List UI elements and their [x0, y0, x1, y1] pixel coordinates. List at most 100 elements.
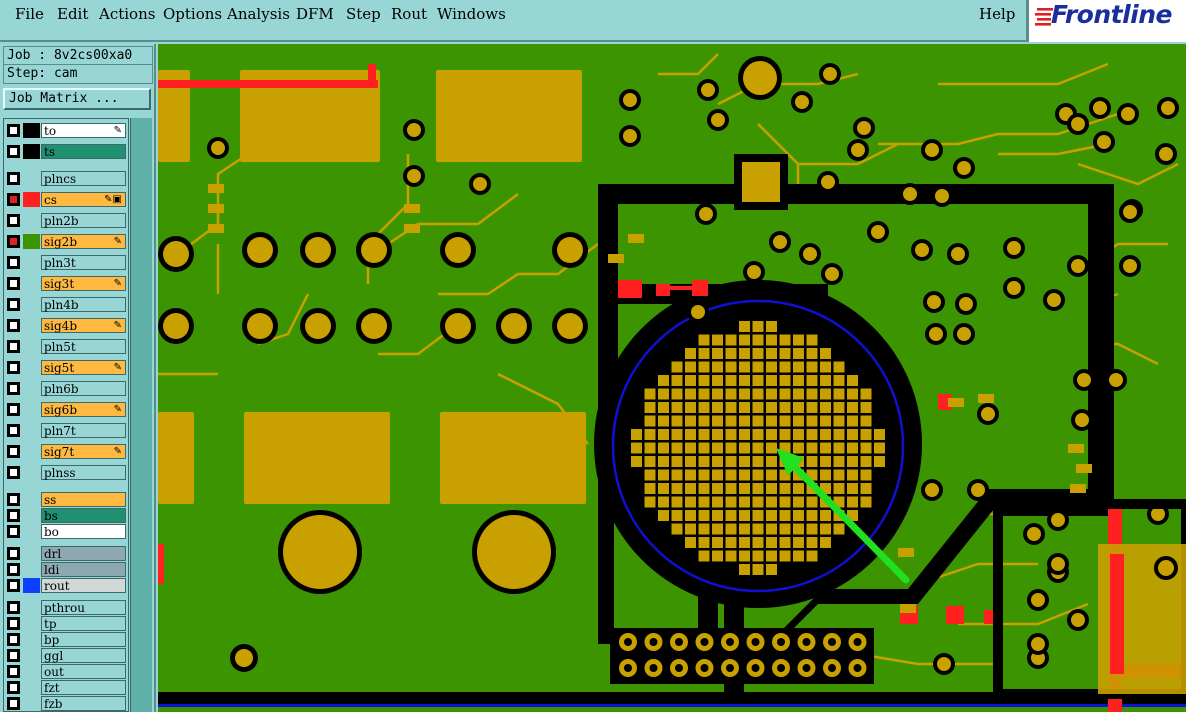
layer-color-swatch[interactable] — [23, 524, 40, 539]
layer-name[interactable]: pln4b — [41, 297, 126, 312]
layer-row-drl[interactable]: drl — [6, 546, 126, 561]
layer-name[interactable]: bp — [41, 632, 126, 647]
layer-row-pln4b[interactable]: pln4b — [6, 297, 126, 312]
layer-color-swatch[interactable] — [23, 255, 40, 270]
layer-checkbox[interactable] — [7, 563, 20, 576]
layer-color-swatch[interactable] — [23, 492, 40, 507]
layer-row-bs[interactable]: bs — [6, 508, 126, 523]
layer-checkbox[interactable] — [7, 547, 20, 560]
pcb-canvas[interactable] — [158, 44, 1186, 712]
layer-color-swatch[interactable] — [23, 234, 40, 249]
menu-options[interactable]: Options — [163, 5, 223, 23]
layer-name[interactable]: plnss — [41, 465, 126, 480]
layer-name[interactable]: pln7t — [41, 423, 126, 438]
layer-checkbox[interactable] — [7, 445, 20, 458]
layer-color-swatch[interactable] — [23, 632, 40, 647]
layer-name[interactable]: out — [41, 664, 126, 679]
layer-checkbox[interactable] — [7, 214, 20, 227]
layer-row-pln3t[interactable]: pln3t — [6, 255, 126, 270]
layer-color-swatch[interactable] — [23, 402, 40, 417]
menu-rout[interactable]: Rout — [391, 5, 428, 23]
layer-color-swatch[interactable] — [23, 465, 40, 480]
layer-row-ldi[interactable]: ldi — [6, 562, 126, 577]
layer-color-swatch[interactable] — [23, 192, 40, 207]
layer-checkbox[interactable] — [7, 361, 20, 374]
layer-color-swatch[interactable] — [23, 664, 40, 679]
layer-color-swatch[interactable] — [23, 360, 40, 375]
layer-row-sig6b[interactable]: sig6b✎ — [6, 402, 126, 417]
layer-checkbox[interactable] — [7, 601, 20, 614]
layer-checkbox[interactable] — [7, 466, 20, 479]
layer-checkbox[interactable] — [7, 319, 20, 332]
layer-name[interactable]: sig4b✎ — [41, 318, 126, 333]
layer-row-bo[interactable]: bo — [6, 524, 126, 539]
layer-row-fzb[interactable]: fzb — [6, 696, 126, 711]
menu-step[interactable]: Step — [346, 5, 381, 23]
layer-checkbox[interactable] — [7, 340, 20, 353]
layer-name[interactable]: ts — [41, 144, 126, 159]
layer-name[interactable]: sig3t✎ — [41, 276, 126, 291]
layer-name[interactable]: ss — [41, 492, 126, 507]
layer-name[interactable]: pln6b — [41, 381, 126, 396]
layer-row-plncs[interactable]: plncs — [6, 171, 126, 186]
layer-name[interactable]: fzt — [41, 680, 126, 695]
layer-color-swatch[interactable] — [23, 648, 40, 663]
layer-color-swatch[interactable] — [23, 600, 40, 615]
menu-file[interactable]: File — [15, 5, 44, 23]
layer-name[interactable]: sig6b✎ — [41, 402, 126, 417]
layer-row-out[interactable]: out — [6, 664, 126, 679]
layer-row-pln5t[interactable]: pln5t — [6, 339, 126, 354]
layer-name[interactable]: drl — [41, 546, 126, 561]
layer-row-plnss[interactable]: plnss — [6, 465, 126, 480]
layer-color-swatch[interactable] — [23, 171, 40, 186]
layer-checkbox[interactable] — [7, 633, 20, 646]
layer-row-sig2b[interactable]: sig2b✎ — [6, 234, 126, 249]
layer-color-swatch[interactable] — [23, 276, 40, 291]
layer-row-sig7t[interactable]: sig7t✎ — [6, 444, 126, 459]
layer-name[interactable]: ggl — [41, 648, 126, 663]
layer-name[interactable]: to✎ — [41, 123, 126, 138]
job-matrix-button[interactable]: Job Matrix ... — [3, 88, 151, 110]
layer-checkbox[interactable] — [7, 193, 20, 206]
layer-checkbox[interactable] — [7, 298, 20, 311]
layer-name[interactable]: tp — [41, 616, 126, 631]
layer-row-pln2b[interactable]: pln2b — [6, 213, 126, 228]
layer-color-swatch[interactable] — [23, 423, 40, 438]
layer-checkbox[interactable] — [7, 681, 20, 694]
layer-name[interactable]: plncs — [41, 171, 126, 186]
layer-color-swatch[interactable] — [23, 680, 40, 695]
layer-name[interactable]: bo — [41, 524, 126, 539]
layer-name[interactable]: sig7t✎ — [41, 444, 126, 459]
layer-color-swatch[interactable] — [23, 444, 40, 459]
layer-row-sig4b[interactable]: sig4b✎ — [6, 318, 126, 333]
layer-color-swatch[interactable] — [23, 339, 40, 354]
layer-name[interactable]: pln5t — [41, 339, 126, 354]
layer-checkbox[interactable] — [7, 235, 20, 248]
layer-checkbox[interactable] — [7, 509, 20, 522]
layer-checkbox[interactable] — [7, 697, 20, 710]
layer-row-rout[interactable]: rout — [6, 578, 126, 593]
layer-color-swatch[interactable] — [23, 213, 40, 228]
layer-row-to[interactable]: to✎ — [6, 123, 126, 138]
layer-color-swatch[interactable] — [23, 562, 40, 577]
layer-row-cs[interactable]: cs✎▣ — [6, 192, 126, 207]
layer-name[interactable]: pthrou — [41, 600, 126, 615]
layer-list-scrollbar[interactable] — [130, 118, 152, 712]
menu-actions[interactable]: Actions — [99, 5, 156, 23]
layer-name[interactable]: sig2b✎ — [41, 234, 126, 249]
layer-row-sig5t[interactable]: sig5t✎ — [6, 360, 126, 375]
layer-checkbox[interactable] — [7, 277, 20, 290]
layer-row-pln6b[interactable]: pln6b — [6, 381, 126, 396]
layer-color-swatch[interactable] — [23, 546, 40, 561]
layer-color-swatch[interactable] — [23, 144, 40, 159]
layer-checkbox[interactable] — [7, 256, 20, 269]
pcb-graphic-view[interactable] — [158, 44, 1186, 712]
menu-help[interactable]: Help — [979, 5, 1016, 23]
layer-row-fzt[interactable]: fzt — [6, 680, 126, 695]
menu-edit[interactable]: Edit — [57, 5, 89, 23]
layer-checkbox[interactable] — [7, 493, 20, 506]
layer-row-pthrou[interactable]: pthrou — [6, 600, 126, 615]
layer-checkbox[interactable] — [7, 145, 20, 158]
layer-row-ggl[interactable]: ggl — [6, 648, 126, 663]
layer-checkbox[interactable] — [7, 172, 20, 185]
